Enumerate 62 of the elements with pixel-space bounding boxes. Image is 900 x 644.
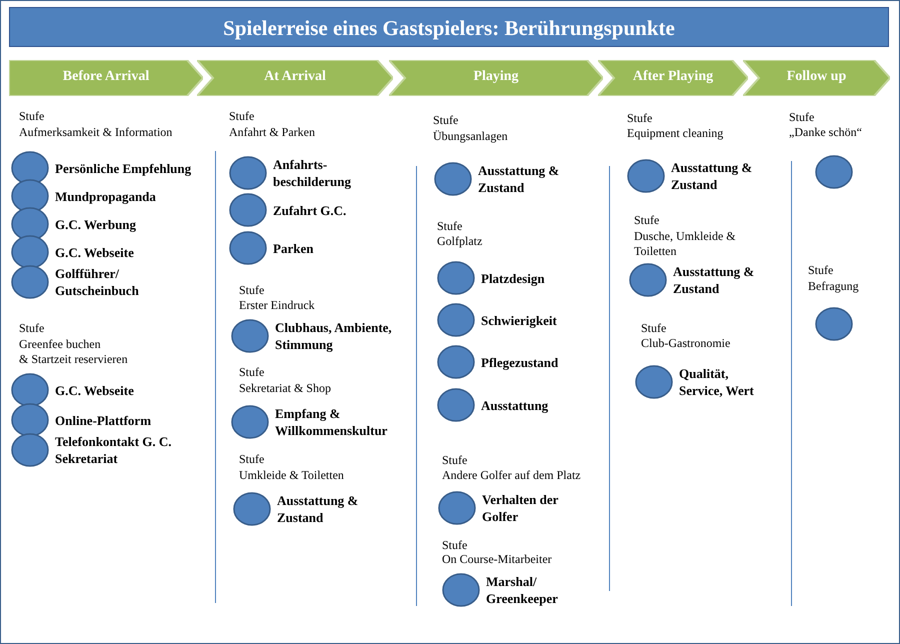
phase-heading: Before Arrival	[62, 69, 150, 85]
stage-label: Erster Eindruck	[239, 298, 315, 313]
touchpoint-label: Online-Plattform	[55, 412, 152, 428]
stage-label: Golfplatz	[437, 234, 482, 249]
touchpoint-label: Zufahrt G.C.	[273, 202, 348, 218]
stage-label: Stufe	[239, 452, 264, 467]
touchpoint-label: Empfang & Willkommenskultur	[275, 405, 388, 439]
stage-label: Anfahrt & Parken	[229, 125, 315, 140]
touchpoint-label: Pflegezustand	[481, 354, 560, 370]
stage-label: Stufe	[808, 263, 834, 278]
phase-heading: After Playing	[632, 69, 714, 85]
stage-label: Stufe	[634, 213, 660, 228]
touchpoint-label: Ausstattung & Zustand	[671, 159, 754, 193]
stage-label: & Startzeit reservieren	[19, 352, 128, 367]
stage-label: Greenfee buchen	[19, 337, 101, 352]
touchpoint-label: Schwierigkeit	[481, 312, 558, 328]
stage-label: Equipment cleaning	[627, 126, 724, 141]
stage-label: Andere Golfer auf dem Platz	[442, 468, 581, 483]
touchpoint-label: Parken	[273, 240, 314, 256]
stage-label: Stufe	[239, 283, 264, 298]
touchpoint-label: G.C. Werbung	[55, 216, 138, 232]
title-banner: Spielerreise eines Gastspielers: Berührungspunkte	[9, 7, 889, 47]
stage-label: Stufe	[627, 111, 652, 126]
touchpoint-label: Ausstattung	[481, 396, 550, 414]
stage-label: Stufe	[442, 538, 468, 553]
touchpoint-label: G.C. Webseite	[55, 382, 135, 398]
stage-label: Stufe	[433, 113, 458, 128]
touchpoint-label: Persönliche Empfehlung	[55, 160, 192, 176]
stage-label: Stufe	[789, 110, 814, 125]
touchpoint-label: Verhalten der Golfer	[482, 491, 560, 525]
stage-label: Aufmerksamkeit & Information	[19, 125, 172, 140]
stage-label: Übungsanlagen	[433, 129, 508, 144]
touchpoint-label: Marshal/ Greenkeeper	[486, 573, 559, 607]
stage-label: Befragung	[808, 279, 859, 294]
stage-label: Stufe	[19, 109, 44, 124]
stage-label: Stufe	[229, 109, 254, 124]
touchpoint-label: Golfführer/ Gutscheinbuch	[55, 265, 140, 299]
phase-heading: At Arrival	[263, 69, 327, 85]
stage-label: Stufe	[437, 219, 462, 234]
stage-label: Stufe	[442, 453, 468, 468]
stage-label: On Course-Mitarbeiter	[442, 552, 552, 567]
stage-label: Dusche, Umkleide &	[634, 229, 736, 244]
stage-label: Toiletten	[634, 244, 676, 259]
touchpoint-label: Anfahrts- beschilderung	[273, 156, 352, 190]
touchpoint-label: Ausstattung & Zustand	[478, 162, 560, 196]
touchpoint-label: Clubhaus, Ambiente, Stimmung	[275, 319, 393, 353]
stage-label: Club-Gastronomie	[641, 336, 730, 351]
phase-heading: Playing	[472, 69, 520, 85]
stage-label: „Danke schön“	[789, 125, 862, 140]
touchpoint-label: Ausstattung & Zustand	[277, 492, 360, 526]
touchpoint-label: Mundpropaganda	[55, 188, 157, 204]
touchpoint-label: Platzdesign	[481, 270, 546, 286]
stage-label: Stufe	[239, 365, 264, 380]
stage-label: Sekretariat & Shop	[239, 381, 331, 396]
stage-label: Stufe	[19, 321, 44, 336]
touchpoint-label: G.C. Webseite	[55, 244, 135, 260]
touchpoint-label: Qualität, Service, Wert	[679, 365, 754, 399]
stage-label: Umkleide & Toiletten	[239, 468, 344, 483]
touchpoint-label: Telefonkontakt G. C. Sekretariat	[55, 433, 173, 467]
touchpoint-label: Ausstattung & Zustand	[673, 263, 756, 297]
phase-heading: Follow up	[786, 69, 848, 85]
stage-label: Stufe	[641, 321, 666, 336]
